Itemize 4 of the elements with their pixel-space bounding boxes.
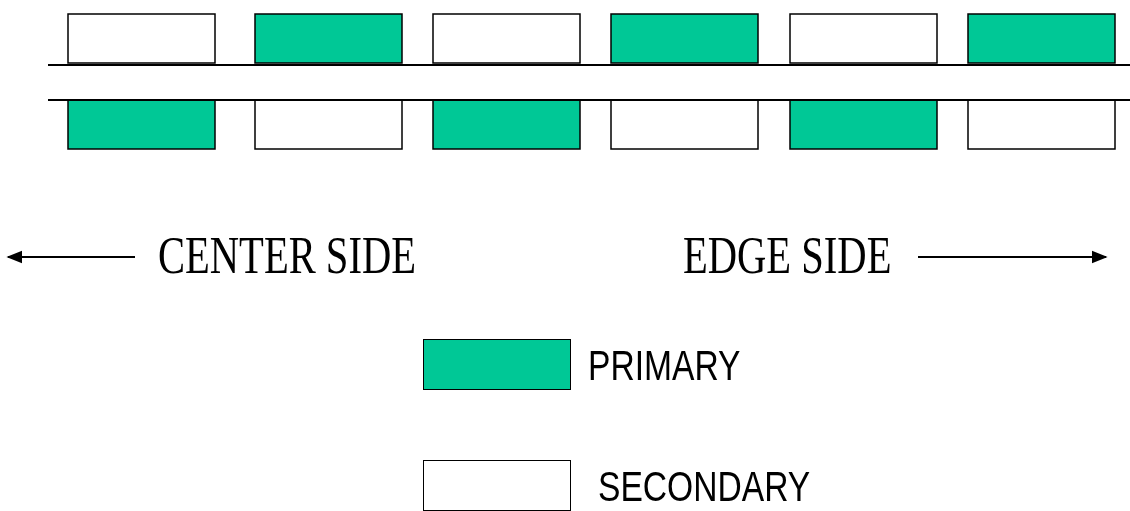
direction-label: EDGE SIDE xyxy=(683,230,892,282)
legend-label: PRIMARY xyxy=(588,345,741,387)
legend-label: SECONDARY xyxy=(598,466,811,508)
direction-label: CENTER SIDE xyxy=(158,230,416,282)
